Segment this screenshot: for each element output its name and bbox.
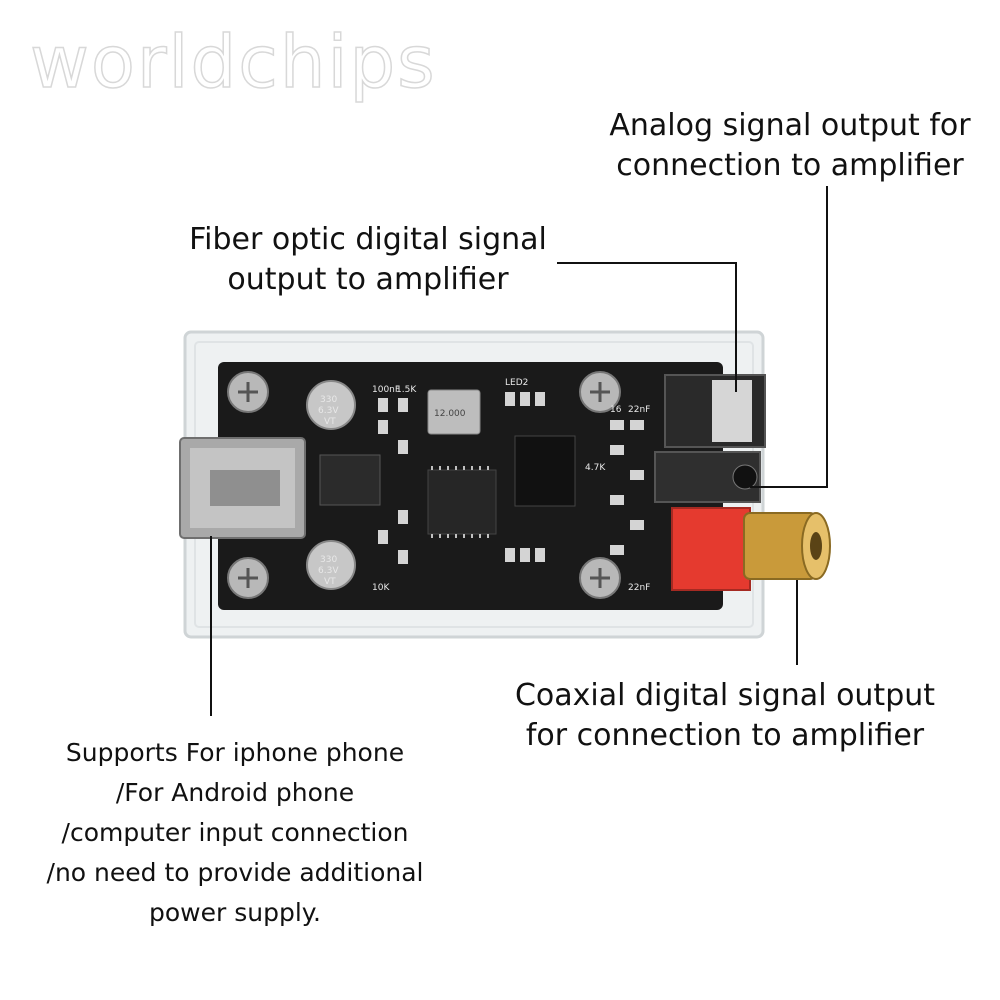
callout-analog-output: Analog signal output for connection to a… <box>590 106 990 186</box>
callout-text: connection to amplifier <box>616 148 964 183</box>
leader-line-coaxial <box>796 580 798 665</box>
board-marking: 22nF <box>628 583 650 593</box>
callout-coaxial-output: Coaxial digital signal output for connec… <box>495 676 955 756</box>
leader-line-usb <box>210 536 212 716</box>
board-marking: 1.5K <box>396 385 417 395</box>
board-cap-value: 330 <box>320 395 337 405</box>
leader-line-analog <box>750 486 828 488</box>
coaxial-rca-port <box>671 507 751 591</box>
board-cap-voltage: 6.3V <box>318 566 339 576</box>
board-marking: 4.7K <box>585 463 606 473</box>
board-marking: LED2 <box>505 378 528 388</box>
board-cap-voltage: 6.3V <box>318 406 339 416</box>
callout-text: for connection to amplifier <box>525 718 925 753</box>
callout-text: /no need to provide additional <box>46 858 424 887</box>
callout-text: /For Android phone <box>115 778 355 807</box>
callout-usb-input: Supports For iphone phone /For Android p… <box>20 733 450 933</box>
board-cap-value: 330 <box>320 555 337 565</box>
board-marking: 10K <box>372 583 390 593</box>
board-cap-series: VT <box>324 577 336 587</box>
board-marking: 16 <box>610 405 622 415</box>
callout-text: power supply. <box>149 898 321 927</box>
board-marking: 22nF <box>628 405 650 415</box>
leader-line-analog <box>826 186 828 488</box>
leader-line-fiber <box>557 262 737 264</box>
main-chip <box>427 469 497 535</box>
callout-text: Fiber optic digital signal <box>189 222 547 257</box>
board-cap-series: VT <box>324 417 336 427</box>
callout-text: Analog signal output for <box>609 108 971 143</box>
callout-fiber-output: Fiber optic digital signal output to amp… <box>158 220 578 300</box>
crystal <box>427 389 481 435</box>
board-marking: 100nF <box>372 385 400 395</box>
board-crystal-label: 12.000 <box>434 409 466 419</box>
callout-text: output to amplifier <box>227 262 509 297</box>
watermark-top: worldchips <box>29 19 437 105</box>
callout-text: Supports For iphone phone <box>65 738 405 767</box>
callout-text: /computer input connection <box>61 818 409 847</box>
leader-line-fiber <box>735 262 737 392</box>
callout-text: Coaxial digital signal output <box>514 678 936 713</box>
capacitor <box>306 380 356 590</box>
